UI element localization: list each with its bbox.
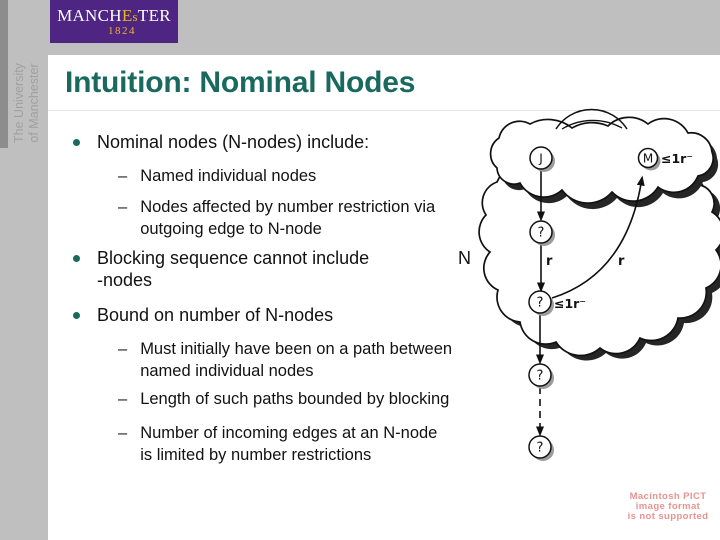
bullet-item-nominal-nodes: Nominal nodes (N-nodes) include: [73,131,471,153]
cloud-hump-inner [561,119,623,130]
blocking-line2: -nodes [97,270,153,290]
sub-item-named-individual: – Named individual nodes [73,165,471,187]
bullet-dot-icon [73,139,80,146]
sub-item-text: Number of incoming edges at an N-node is… [140,424,438,464]
restriction-label-top: ≤1r⁻ [661,151,693,166]
node-q2-label: ? [537,296,544,311]
node-j-circle [529,146,553,170]
bullet-item-bound-n-nodes: Bound on number of N-nodes [73,304,471,326]
node-q3-label: ? [537,369,544,384]
sub-item-text: Length of such paths bounded by blocking [140,390,450,408]
nominal-nodes-diagram: J M ? ? ? ? r r ≤1r⁻ ≤1r⁻ [478,108,720,461]
sub-item-must-initially: – Must initially have been on a path bet… [73,338,471,382]
dash-icon: – [118,390,128,408]
title-underline [48,110,720,111]
dash-icon: – [118,340,128,358]
bullet-dot-icon [73,255,80,262]
node-j-label: J [538,152,543,166]
bullet-text: Bound on number of N-nodes [97,305,334,325]
sub-item-nodes-affected: – Nodes affected by number restriction v… [73,196,471,240]
wordmark-right: TER [137,5,171,25]
node-q1-label: ? [538,226,545,241]
edge-q2-to-m-curve [551,175,645,299]
dash-icon: – [118,167,128,185]
pict-notice-line2: image format [635,501,701,512]
wordmark-accent: E [121,5,133,25]
page-title: Intuition: Nominal Nodes [65,66,416,99]
cloud-hump-outer [555,108,628,130]
sub-item-length-paths: – Length of such paths bounded by blocki… [73,388,471,410]
node-m-circle [637,147,659,169]
sub-item-text: Nodes affected by number restriction via… [140,198,436,238]
dash-icon: – [118,424,128,442]
wordmark-left: MANCH [57,5,122,25]
node-m-label: M [643,152,653,166]
node-q4-circle [528,435,552,459]
restriction-label-mid: ≤1r⁻ [554,296,586,311]
node-q1-circle [529,220,553,244]
node-q3-circle [528,363,552,387]
role-label-right: r [618,254,625,269]
sub-item-incoming-edges: – Number of incoming edges at an N-node … [73,422,471,466]
pict-notice-line1: Macintosh PICT [629,491,707,502]
university-line2: of Manchester [27,63,41,143]
pict-notice-line3: is not supported [627,511,709,522]
university-sidebar-text: The University of Manchester [12,45,42,161]
node-q4-label: ? [537,441,544,456]
logo-wordmark: MANCHEsTER [57,7,171,25]
blocking-line1: Blocking sequence cannot include N [97,247,471,269]
logo-year: 1824 [108,24,136,37]
blocking-n-label: N [458,248,471,268]
pict-notice: Macintosh PICT image format is not suppo… [598,492,720,522]
university-logo: MANCHEsTER 1824 [50,0,178,43]
upper-cloud [489,116,714,204]
bullet-text: Nominal nodes (N-nodes) include: [97,132,370,152]
wordmark-accent-small: s [132,8,138,24]
bullet-text: Blocking sequence cannot include N -node… [97,247,471,291]
sub-item-text: Named individual nodes [140,167,317,185]
bullet-list: Nominal nodes (N-nodes) include: – Named… [73,131,471,466]
dash-icon: – [118,198,128,216]
sub-item-text: Must initially have been on a path betwe… [140,340,453,380]
bullet-dot-icon [73,312,80,319]
university-line1: The University [12,63,26,143]
blocking-text: Blocking sequence cannot include [97,248,370,268]
edge-strip [0,0,8,148]
bullet-item-blocking-sequence: Blocking sequence cannot include N -node… [73,247,471,291]
role-label-left: r [546,254,553,269]
node-q2-circle [528,290,552,314]
